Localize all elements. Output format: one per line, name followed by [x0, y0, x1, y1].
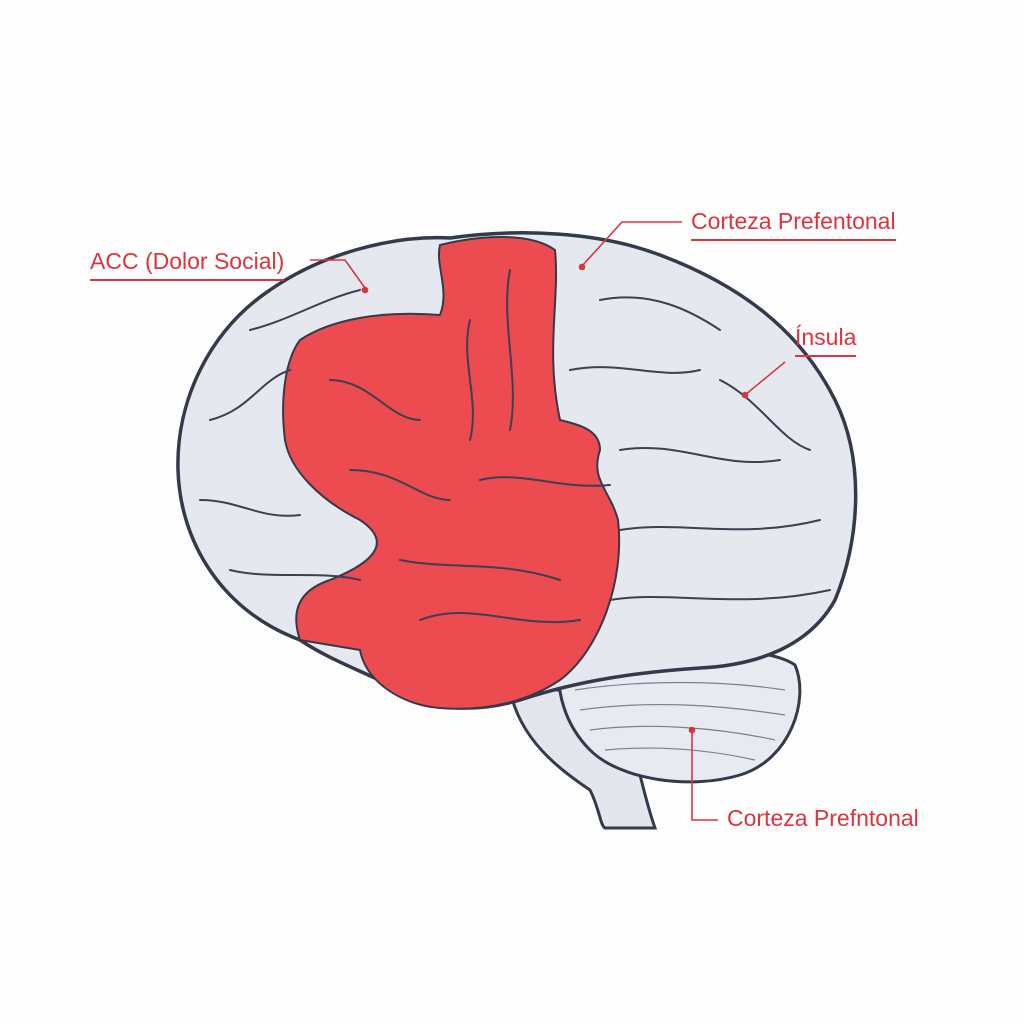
- label-insula: Ínsula: [795, 324, 857, 357]
- highlighted-region: [282, 236, 621, 710]
- cerebellum-folds: [574, 681, 786, 761]
- label-acc: ACC (Dolor Social): [90, 248, 285, 281]
- label-prefrontal-top: Corteza Prefentonal: [691, 208, 896, 241]
- sulci: [199, 269, 831, 624]
- leader-lines: [310, 221, 786, 821]
- label-prefrontal-bottom: Corteza Prefntonal: [727, 805, 919, 831]
